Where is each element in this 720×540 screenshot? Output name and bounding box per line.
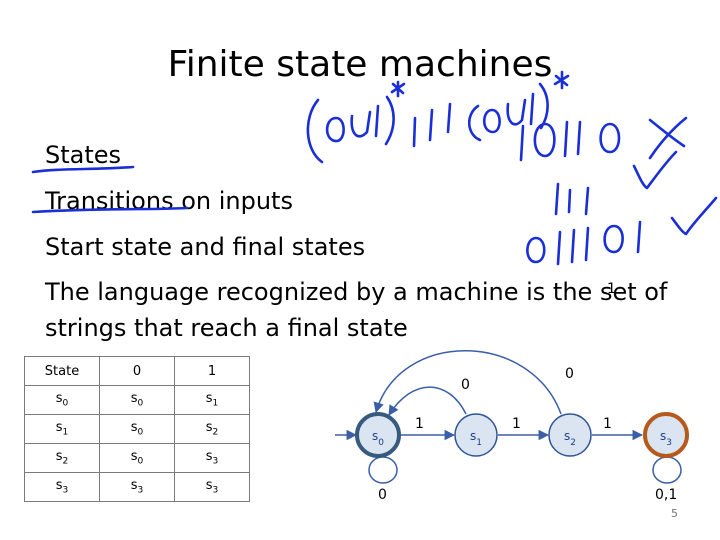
table-row: s2 s0 s3 <box>24 443 250 473</box>
state-s0 <box>355 412 401 458</box>
bullet-start-final: Start state and final states <box>45 233 366 261</box>
edge-label-s2-s0: 0 <box>565 366 574 382</box>
edge-s1-s0 <box>388 386 467 416</box>
table-row: s1 s0 s2 <box>24 414 250 444</box>
edge-label-s1-s2: 1 <box>512 416 521 432</box>
table-cell: s0 <box>24 385 100 415</box>
edge-label-s0-self: 0 <box>378 487 387 503</box>
table-cell: s3 <box>174 472 250 502</box>
table-cell: s3 <box>24 472 100 502</box>
table-cell: s0 <box>99 414 175 444</box>
edge-label-s3-self: 0,1 <box>655 487 677 503</box>
stray-label: 1 <box>607 281 616 297</box>
transition-table: State 0 1 s0 s0 s1 s1 s0 s2 s2 s0 s3 s3 … <box>24 356 250 502</box>
bullet-list: States Transitions on inputs Start state… <box>45 132 685 346</box>
state-s2 <box>548 413 592 457</box>
edge-label-s0-s1: 1 <box>415 416 424 432</box>
state-s1 <box>454 413 498 457</box>
state-s3 <box>643 412 689 458</box>
table-cell: s3 <box>99 472 175 502</box>
table-header-state: State <box>24 356 100 386</box>
edge-label-s1-s0: 0 <box>461 377 470 393</box>
edge-label-s2-s3: 1 <box>603 416 612 432</box>
table-cell: s1 <box>174 385 250 415</box>
table-row: s3 s3 s3 <box>24 472 250 502</box>
self-loop-s3 <box>652 456 682 484</box>
self-loop-s0 <box>368 456 398 484</box>
bullet-language: The language recognized by a machine is … <box>45 278 668 342</box>
bullet-states: States <box>45 141 122 169</box>
table-row: s0 s0 s1 <box>24 385 250 415</box>
table-cell: s3 <box>174 443 250 473</box>
table-header-row: State 0 1 <box>24 356 250 386</box>
table-cell: s0 <box>99 443 175 473</box>
slide-title: Finite state machines <box>167 44 553 85</box>
page-number: 5 <box>671 507 678 520</box>
edge-s2-s0 <box>373 350 562 415</box>
